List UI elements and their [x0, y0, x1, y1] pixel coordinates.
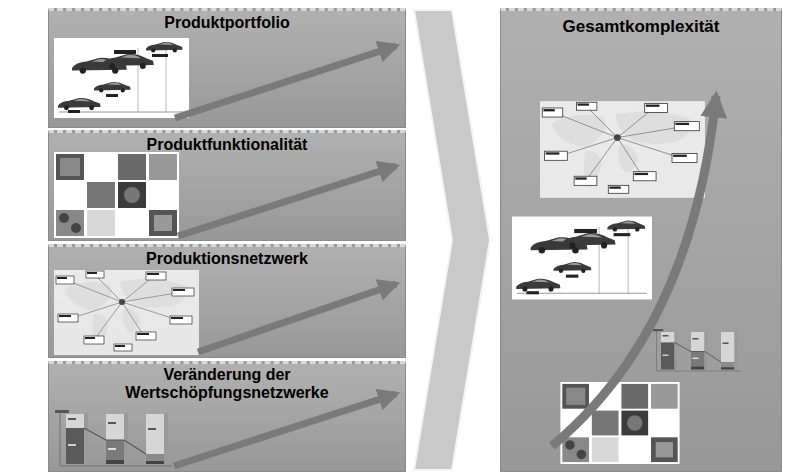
growth-arrow	[174, 394, 396, 466]
growth-arrow	[198, 284, 396, 352]
total-growth-arrow	[552, 96, 716, 446]
panel-title: Produktfunktionalität	[57, 136, 397, 154]
growth-arrow	[178, 166, 396, 236]
panel-title: Produktionsnetzwerk	[57, 250, 397, 268]
panel-title: Produktportfolio	[57, 14, 397, 32]
car-portfolio-picture	[54, 38, 189, 118]
driver-panel: Veränderung der Wertschöpfungsnetzwerke	[48, 361, 406, 472]
bar-chart-picture	[55, 410, 172, 466]
chevron-shape	[414, 10, 490, 470]
world-map-picture	[540, 101, 705, 198]
panel-title: Gesamtkomplexität	[506, 17, 776, 36]
car-portfolio-picture	[512, 217, 652, 300]
world-map-picture	[54, 270, 199, 355]
bar-chart-picture	[653, 329, 741, 371]
panel-title: Veränderung der Wertschöpfungsnetzwerke	[107, 366, 347, 402]
function-grid-picture	[54, 152, 179, 238]
growth-arrow	[175, 46, 396, 118]
